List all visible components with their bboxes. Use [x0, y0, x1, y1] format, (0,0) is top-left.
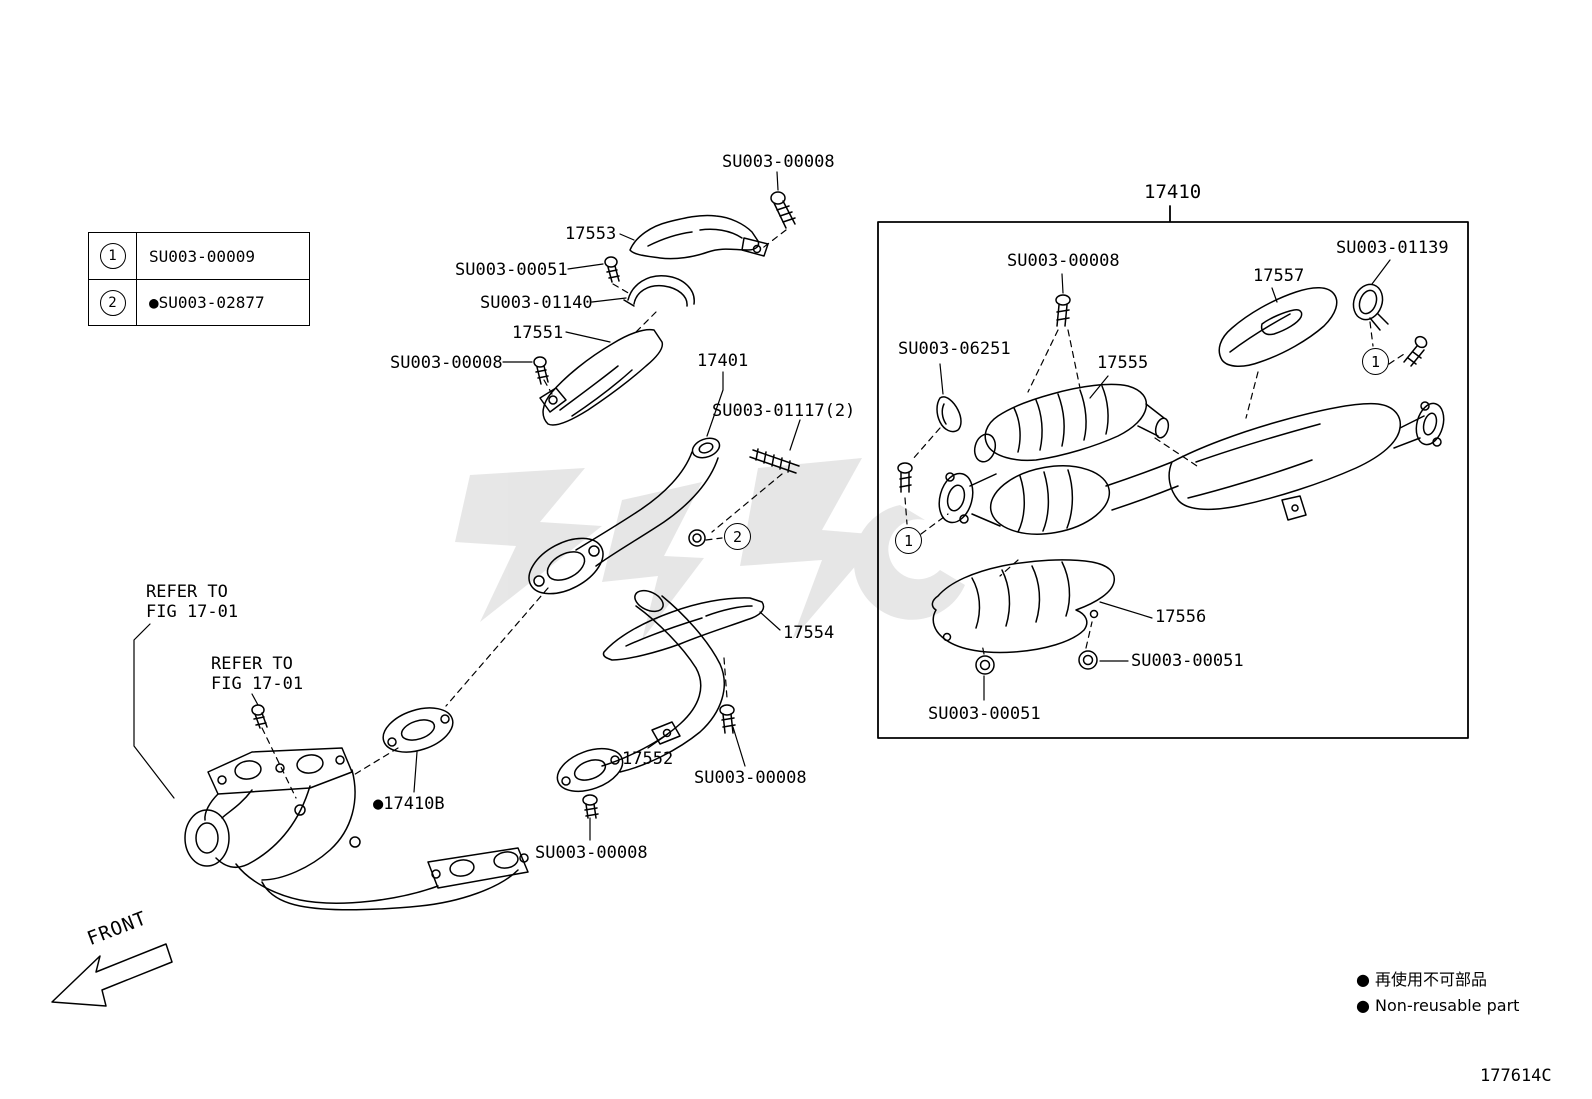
legend-part-1: SU003-00009 — [149, 246, 255, 266]
label-17557: 17557 — [1253, 266, 1305, 286]
exhaust-manifold — [184, 747, 529, 911]
clamp-su003-01140 — [623, 275, 695, 307]
bolt-su003-00051-upper — [604, 256, 620, 283]
bolt-su003-00008-lower-right — [719, 704, 736, 734]
callout-1-diagram-left: 1 — [895, 527, 922, 554]
assembly-box-17410 — [877, 205, 1469, 739]
dashed-assembly-lines — [261, 229, 1408, 799]
label-su003-00008-lower-right: SU003-00008 — [694, 768, 807, 788]
label-17551: 17551 — [512, 323, 564, 343]
legend-table: 1 SU003-00009 2 ●SU003-02877 — [88, 232, 310, 326]
o2-sensor — [251, 704, 268, 729]
label-su003-06251: SU003-06251 — [898, 339, 1011, 359]
center-pipe-17552 — [556, 589, 725, 793]
heat-shield-17553 — [629, 214, 769, 260]
legend-row-2: 2 ●SU003-02877 — [89, 279, 309, 325]
label-17553: 17553 — [565, 224, 617, 244]
label-su003-00051-right: SU003-00051 — [1131, 651, 1244, 671]
bolt-su003-01139 — [1403, 335, 1428, 367]
callout-2-badge: 2 — [99, 289, 126, 316]
label-su003-00008-box: SU003-00008 — [1007, 251, 1120, 271]
note-non-reusable-en: ● Non-reusable part — [1356, 996, 1520, 1015]
callout-1-diagram-right: 1 — [1362, 348, 1389, 375]
label-refer-fig-1: REFER TO FIG 17-01 — [146, 582, 239, 622]
bolt-su003-00008-top — [770, 191, 796, 229]
legend-callout-2: 2 — [89, 280, 137, 325]
note-non-reusable-jp: ● 再使用不可部品 — [1356, 970, 1488, 989]
pipe-cover-17551 — [539, 328, 664, 426]
clamp-su003-01139 — [1352, 283, 1389, 331]
catalytic-converter-17555 — [973, 383, 1170, 463]
watermark — [455, 458, 965, 640]
label-17554: 17554 — [783, 623, 835, 643]
legend-part-2: ●SU003-02877 — [149, 293, 265, 312]
label-17555: 17555 — [1097, 353, 1149, 373]
leader-lines — [133, 171, 1391, 841]
label-su003-00051-bottom: SU003-00051 — [928, 704, 1041, 724]
refer-1-line-1: REFER TO — [146, 582, 228, 602]
label-17552: 17552 — [622, 749, 674, 769]
label-su003-00051-upper: SU003-00051 — [455, 260, 568, 280]
refer-2-line-1: REFER TO — [211, 654, 293, 674]
label-su003-01139: SU003-01139 — [1336, 238, 1449, 258]
bolt-callout1-left — [897, 462, 913, 493]
label-17410b: ●17410B — [373, 794, 445, 814]
gasket-17410b — [382, 707, 454, 753]
callout-2-diagram: 2 — [724, 523, 751, 550]
nut-su003-00051-right — [1078, 650, 1098, 670]
bolt-su003-00008-box — [1055, 294, 1071, 327]
bolt-su003-00008-bottom — [582, 794, 599, 819]
label-refer-fig-2: REFER TO FIG 17-01 — [211, 654, 304, 694]
stud-su003-01117 — [749, 448, 800, 474]
label-17410: 17410 — [1144, 181, 1202, 203]
label-su003-00008-top: SU003-00008 — [722, 152, 835, 172]
label-17401: 17401 — [697, 351, 749, 371]
label-17556: 17556 — [1155, 607, 1207, 627]
label-su003-00008-bottom: SU003-00008 — [535, 843, 648, 863]
figure-code: 177614C — [1480, 1066, 1552, 1086]
label-su003-01140: SU003-01140 — [480, 293, 593, 313]
front-arrow — [51, 943, 173, 1007]
legend-row-1: 1 SU003-00009 — [89, 233, 309, 279]
main-catalyst-pipe — [938, 401, 1445, 535]
heat-shield-17554 — [602, 597, 765, 661]
nut-callout2-part — [688, 529, 706, 547]
label-su003-01117: SU003-01117(2) — [712, 401, 856, 421]
refer-1-line-2: FIG 17-01 — [146, 601, 239, 622]
nut-su003-00051-bottom — [975, 655, 995, 675]
heat-shield-17556 — [931, 559, 1116, 654]
label-su003-00008-left: SU003-00008 — [390, 353, 503, 373]
callout-1-badge: 1 — [99, 243, 126, 269]
refer-2-line-2: FIG 17-01 — [211, 673, 304, 694]
heat-shield-17557 — [1218, 287, 1338, 367]
front-pipe-17401 — [528, 437, 721, 595]
clamp-su003-06251 — [936, 396, 962, 433]
legend-callout-1: 1 — [89, 233, 137, 279]
bolt-su003-00008-left — [533, 356, 549, 385]
